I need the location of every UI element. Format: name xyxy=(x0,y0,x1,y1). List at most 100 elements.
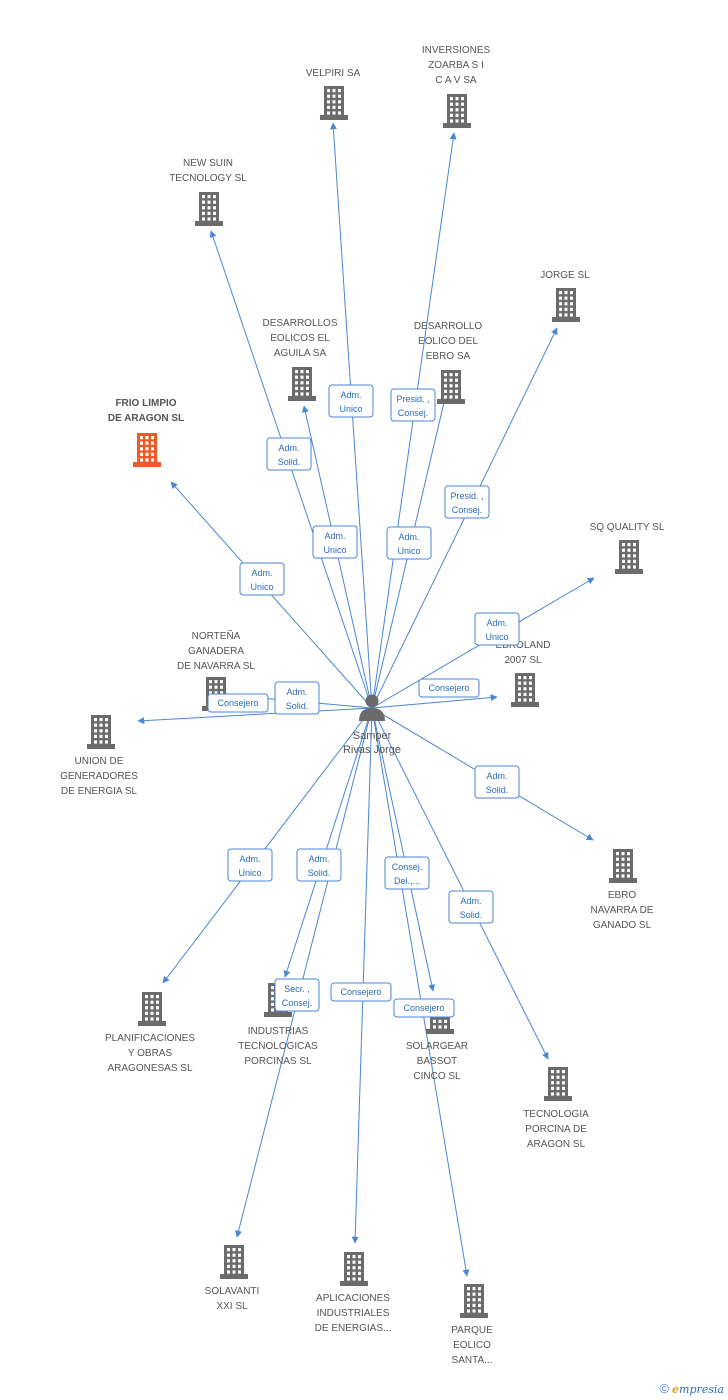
role-badge[interactable]: Secr. ,Consej. xyxy=(274,978,320,1012)
company-label[interactable]: SOLARGEAR xyxy=(406,1041,468,1052)
edge-solargear xyxy=(371,707,436,992)
role-badge[interactable]: Adm.Unico xyxy=(328,384,374,418)
company-label[interactable]: DE ENERGIAS... xyxy=(315,1323,392,1334)
role-badge[interactable]: Adm.Solid. xyxy=(266,437,312,471)
role-label: Adm. xyxy=(308,854,329,864)
brand-rest: mpresia xyxy=(679,1383,724,1396)
company-label[interactable]: INDUSTRIAS xyxy=(248,1026,309,1037)
role-badge[interactable]: Adm.Unico xyxy=(312,525,358,559)
building-icon[interactable] xyxy=(552,288,580,322)
building-icon[interactable] xyxy=(460,1284,488,1318)
role-label: Presid. , xyxy=(450,491,483,501)
company-label[interactable]: TECNOLOGIA xyxy=(523,1109,589,1120)
building-icon[interactable] xyxy=(133,433,161,467)
company-label[interactable]: UNION DE xyxy=(75,756,124,767)
role-badge[interactable]: Consejero xyxy=(330,982,392,1002)
company-label[interactable]: NORTEÑA xyxy=(192,629,241,642)
company-label[interactable]: DE NAVARRA SL xyxy=(177,661,255,672)
company-label[interactable]: GENERADORES xyxy=(60,771,138,782)
company-label[interactable]: INVERSIONES xyxy=(422,45,491,56)
company-label[interactable]: INDUSTRIALES xyxy=(317,1308,390,1319)
company-label[interactable]: TECNOLOGY SL xyxy=(169,173,247,184)
company-label[interactable]: Y OBRAS xyxy=(128,1048,173,1059)
building-icon[interactable] xyxy=(87,715,115,749)
role-badge[interactable]: Adm.Unico xyxy=(239,562,285,596)
company-label[interactable]: PORCINA DE xyxy=(525,1124,587,1135)
building-icon[interactable] xyxy=(511,673,539,707)
company-label[interactable]: 2007 SL xyxy=(504,655,542,666)
role-badge[interactable]: Adm.Solid. xyxy=(474,765,520,799)
company-label[interactable]: DESARROLLO xyxy=(414,321,483,332)
company-label[interactable]: NEW SUIN xyxy=(183,158,233,169)
building-icon[interactable] xyxy=(437,370,465,404)
company-label[interactable]: SOLAVANTI xyxy=(205,1286,260,1297)
person-name-line1[interactable]: Samper xyxy=(353,730,392,742)
company-label[interactable]: EBROLAND xyxy=(495,640,550,651)
company-label[interactable]: GANADERA xyxy=(188,646,244,657)
company-label[interactable]: TECNOLOGICAS xyxy=(238,1041,318,1052)
role-badge[interactable]: Adm.Solid. xyxy=(274,681,320,715)
company-label[interactable]: ARAGON SL xyxy=(527,1139,586,1150)
company-label[interactable]: EOLICOS EL xyxy=(270,333,330,344)
company-label[interactable]: FRIO LIMPIO xyxy=(115,398,176,409)
role-badge[interactable]: Consejero xyxy=(418,678,480,698)
company-label[interactable]: BASSOT xyxy=(417,1056,458,1067)
building-icon[interactable] xyxy=(544,1067,572,1101)
role-label: Solid. xyxy=(460,910,483,920)
company-label[interactable]: XXI SL xyxy=(216,1301,248,1312)
building-icon[interactable] xyxy=(138,992,166,1026)
company-label[interactable]: PARQUE xyxy=(451,1325,493,1336)
building-icon[interactable] xyxy=(340,1252,368,1286)
role-badge[interactable]: Adm.Unico xyxy=(474,612,520,646)
company-label[interactable]: SANTA... xyxy=(452,1355,493,1366)
role-badge[interactable]: Consejero xyxy=(207,693,269,713)
role-label: Adm. xyxy=(251,568,272,578)
company-label[interactable]: EBRO xyxy=(608,890,637,901)
building-icon[interactable] xyxy=(288,367,316,401)
company-label[interactable]: VELPIRI SA xyxy=(306,68,361,79)
role-badge[interactable]: Adm.Solid. xyxy=(448,890,494,924)
role-label: Unico xyxy=(238,868,261,878)
role-badge[interactable]: Adm.Solid. xyxy=(296,848,342,882)
role-label: Consejero xyxy=(340,987,381,997)
role-label: Adm. xyxy=(340,390,361,400)
company-label[interactable]: DE ENERGIA SL xyxy=(61,786,138,797)
company-label[interactable]: EBRO SA xyxy=(426,351,471,362)
edge-solavanti xyxy=(235,707,373,1238)
company-label[interactable]: PORCINAS SL xyxy=(244,1056,312,1067)
company-label[interactable]: DESARROLLOS xyxy=(262,318,337,329)
company-label[interactable]: ARAGONESAS SL xyxy=(107,1063,192,1074)
company-label[interactable]: GANADO SL xyxy=(593,920,652,931)
role-badge[interactable]: Consej.Del.,... xyxy=(384,856,430,890)
role-badge[interactable]: Adm.Unico xyxy=(227,848,273,882)
person-icon[interactable] xyxy=(359,694,385,722)
building-icon[interactable] xyxy=(443,94,471,128)
company-label[interactable]: EOLICO DEL xyxy=(418,336,478,347)
company-label[interactable]: CINCO SL xyxy=(413,1071,461,1082)
role-badge[interactable]: Presid. ,Consej. xyxy=(444,485,490,519)
company-label[interactable]: DE ARAGON SL xyxy=(108,413,184,424)
company-label[interactable]: PLANIFICACIONES xyxy=(105,1033,195,1044)
company-label[interactable]: JORGE SL xyxy=(540,270,590,281)
company-label[interactable]: NAVARRA DE xyxy=(591,905,654,916)
role-label: Unico xyxy=(397,546,420,556)
role-badge[interactable]: Adm.Unico xyxy=(386,526,432,560)
company-label[interactable]: EOLICO xyxy=(453,1340,491,1351)
building-icon[interactable] xyxy=(320,86,348,120)
company-label[interactable]: APLICACIONES xyxy=(316,1293,390,1304)
building-icon[interactable] xyxy=(220,1245,248,1279)
building-icon[interactable] xyxy=(609,849,637,883)
edge-tecnologia xyxy=(371,707,549,1060)
building-icon[interactable] xyxy=(615,540,643,574)
role-label: Solid. xyxy=(286,701,309,711)
company-label[interactable]: C A V SA xyxy=(435,75,476,86)
building-icon[interactable] xyxy=(195,192,223,226)
role-badge[interactable]: Consejero xyxy=(393,998,455,1018)
role-badge[interactable]: Presid. ,Consej. xyxy=(390,388,436,422)
role-label: Solid. xyxy=(486,785,509,795)
company-label[interactable]: AGUILA SA xyxy=(274,348,327,359)
person-name-line2[interactable]: Rivas Jorge xyxy=(343,744,401,756)
company-label[interactable]: SQ QUALITY SL xyxy=(590,522,665,533)
company-label[interactable]: ZOARBA S I xyxy=(428,60,484,71)
